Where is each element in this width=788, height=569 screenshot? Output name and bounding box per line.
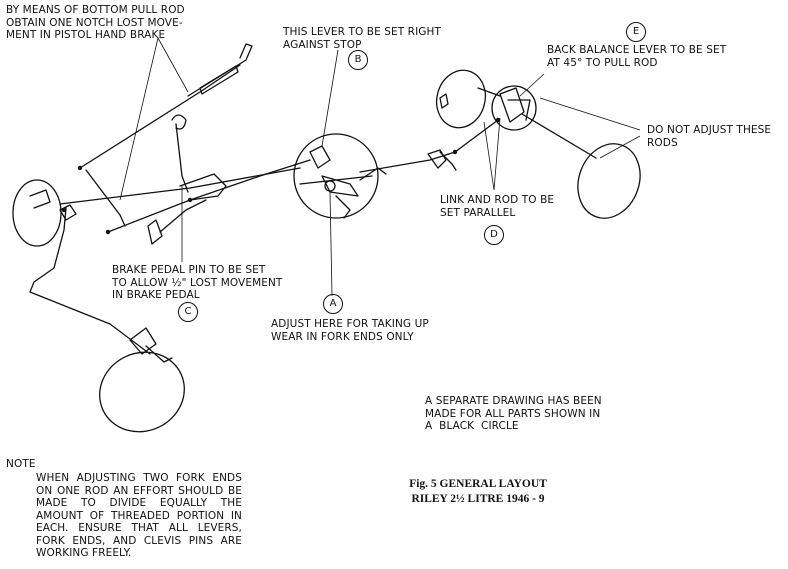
balance-arm-e bbox=[507, 99, 531, 121]
leader-pull-rod bbox=[119, 37, 189, 201]
fork-end-a2 bbox=[335, 195, 351, 219]
rear-pull-rod bbox=[454, 119, 499, 153]
lever-stop-note: THIS LEVER TO BE SET RIGHT AGAINST STOP bbox=[283, 26, 442, 51]
bottom-pull-rod bbox=[85, 169, 126, 227]
note-heading: NOTE bbox=[6, 458, 36, 470]
brake-pedal-pad bbox=[171, 114, 187, 130]
fitting-4 bbox=[495, 117, 501, 123]
detail-circle-e bbox=[491, 85, 537, 131]
fitting-6 bbox=[61, 207, 67, 213]
main-pull-rod-front bbox=[107, 159, 311, 233]
cross-shaft bbox=[59, 167, 301, 205]
front-right-lever-arm bbox=[145, 345, 173, 363]
lever-a-arm bbox=[359, 167, 387, 181]
front-right-lever bbox=[129, 327, 157, 355]
pull-rod-note: BY MEANS OF BOTTOM PULL ROD OBTAIN ONE N… bbox=[6, 4, 185, 41]
front-right-brake-drum bbox=[99, 351, 185, 433]
balance-lever-e bbox=[499, 87, 525, 123]
main-pull-rod-rear bbox=[359, 151, 456, 173]
marker-d: D bbox=[484, 225, 504, 245]
marker-e: E bbox=[626, 22, 646, 42]
fork-end-a1 bbox=[321, 175, 359, 197]
do-not-adjust-note: DO NOT ADJUST THESE RODS bbox=[647, 124, 772, 149]
rear-left-brake-drum bbox=[435, 69, 487, 129]
pedal-pin-rod bbox=[159, 199, 207, 233]
marker-c: C bbox=[178, 302, 198, 322]
front-rod-down bbox=[29, 207, 151, 355]
brake-pedal-link bbox=[179, 173, 227, 201]
figure-title-line-1: Fig. 5 GENERAL LAYOUT bbox=[409, 478, 547, 490]
leader-link-rod bbox=[483, 117, 501, 191]
fitting-2 bbox=[187, 197, 193, 203]
marker-b: B bbox=[348, 50, 368, 70]
detail-circle-a bbox=[293, 133, 379, 219]
link-rod-note: LINK AND ROD TO BE SET PARALLEL bbox=[440, 194, 555, 219]
leader-do-not-adjust-2 bbox=[599, 135, 641, 159]
rod-to-rear-left bbox=[477, 87, 501, 97]
link-d bbox=[427, 149, 447, 169]
brake-pedal-arm bbox=[175, 123, 189, 193]
leader-do-not-adjust-1 bbox=[539, 97, 641, 131]
fitting-1 bbox=[105, 229, 111, 235]
front-left-lever bbox=[29, 189, 51, 209]
hand-brake-lever bbox=[187, 43, 253, 97]
rear-left-lever bbox=[439, 93, 449, 109]
leader-back-balance bbox=[519, 73, 545, 97]
note-body: WHEN ADJUSTING TWO FORK ENDS ON ONE ROD … bbox=[36, 472, 242, 559]
figure-title-line-2: RILEY 2½ LITRE 1946 - 9 bbox=[411, 493, 545, 505]
hand-brake-grip bbox=[199, 65, 239, 95]
separate-drawing-note: A SEPARATE DRAWING HAS BEEN MADE FOR ALL… bbox=[425, 395, 602, 432]
rod-to-rear-right bbox=[521, 113, 597, 159]
leader-lever-stop bbox=[321, 49, 339, 147]
handbrake-rod bbox=[79, 64, 241, 169]
fitting-3 bbox=[452, 149, 458, 155]
pin-a bbox=[324, 180, 336, 192]
leader-adjust-fork bbox=[329, 191, 333, 297]
rear-right-brake-drum bbox=[577, 143, 641, 219]
marker-a: A bbox=[323, 294, 343, 314]
brake-pedal-note: BRAKE PEDAL PIN TO BE SET TO ALLOW ½" LO… bbox=[112, 264, 283, 301]
cross-shaft-lever-a bbox=[309, 145, 331, 169]
link-d-arm bbox=[439, 151, 457, 171]
adjust-fork-note: ADJUST HERE FOR TAKING UP WEAR IN FORK E… bbox=[271, 318, 429, 343]
rod-a bbox=[299, 175, 373, 185]
front-left-brake-drum bbox=[12, 179, 62, 247]
front-rod-branch bbox=[59, 204, 77, 221]
fitting-5 bbox=[77, 165, 83, 171]
pedal-lever-bracket bbox=[147, 219, 163, 245]
back-balance-note: BACK BALANCE LEVER TO BE SET AT 45° TO P… bbox=[547, 44, 727, 69]
